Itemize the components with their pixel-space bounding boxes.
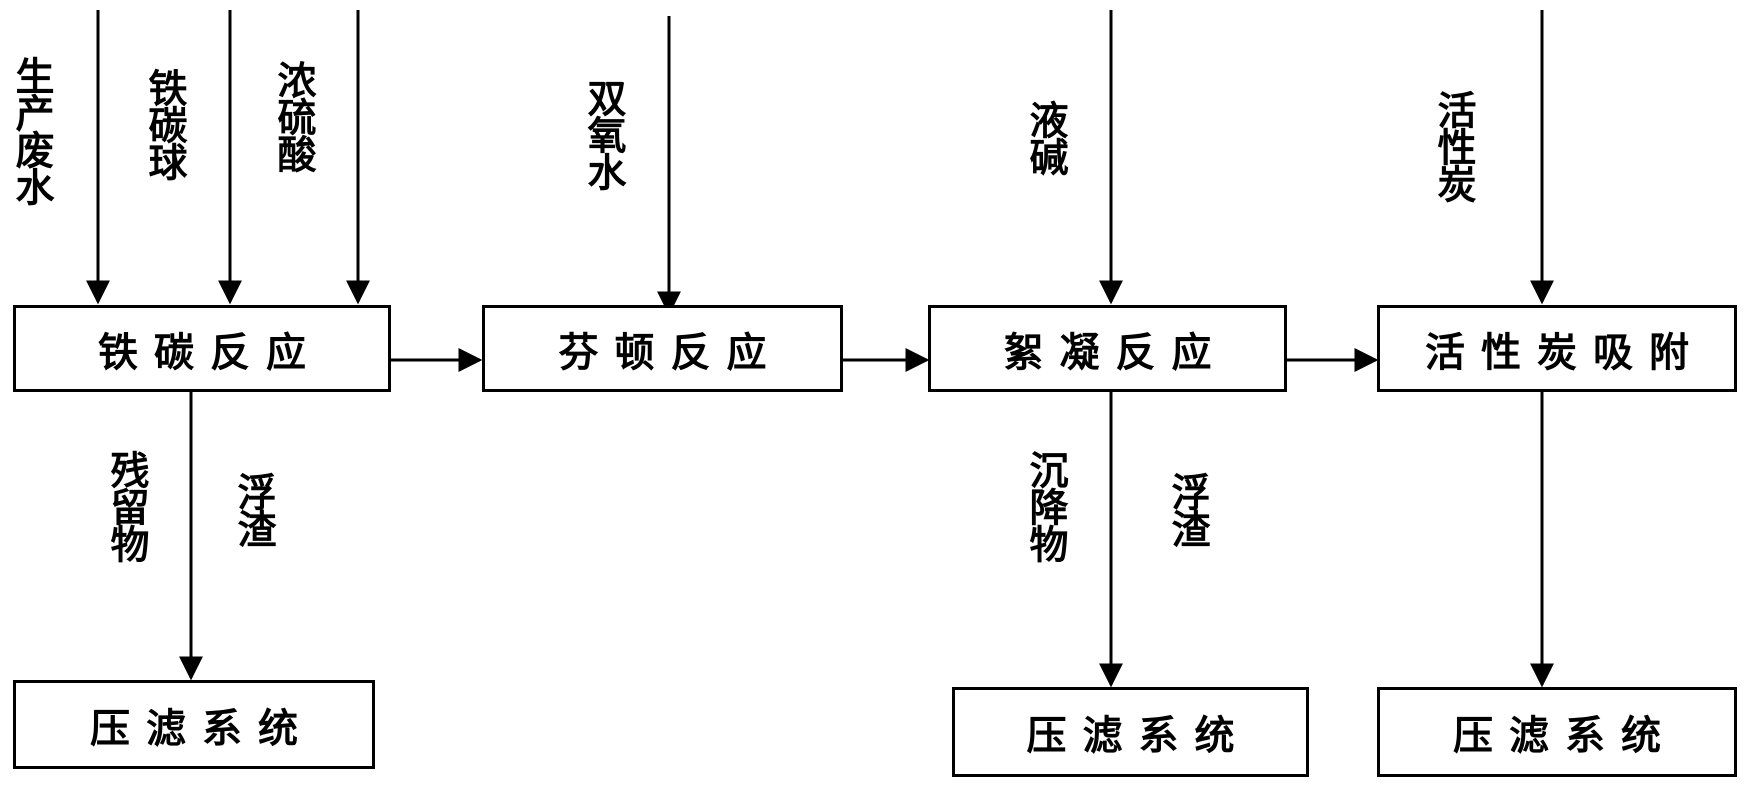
output-label-scum-1: 浮渣 (231, 472, 276, 546)
process-box-iron-carbon: 铁碳反应 (13, 305, 391, 392)
filter-box-2: 压滤系统 (952, 687, 1309, 777)
output-label-residue: 残留物 (104, 450, 149, 561)
filter-label-1: 压滤系统 (90, 705, 314, 752)
output-label-sediment: 沉降物 (1023, 450, 1068, 561)
process-box-activated-carbon: 活性炭吸附 (1377, 305, 1737, 392)
filter-label-2: 压滤系统 (1026, 713, 1251, 759)
process-label-activated-carbon: 活性炭吸附 (1425, 329, 1705, 376)
filter-box-3: 压滤系统 (1377, 687, 1737, 777)
input-label-wastewater: 生产废水 (9, 56, 54, 204)
input-label-iron-carbon-ball: 铁碳球 (142, 68, 187, 179)
filter-box-1: 压滤系统 (13, 680, 375, 769)
input-label-h2o2: 双氧水 (581, 78, 626, 189)
process-label-fenton: 芬顿反应 (558, 329, 783, 376)
process-label-iron-carbon: 铁碳反应 (98, 329, 322, 376)
process-label-flocculation: 絮凝反应 (1003, 329, 1228, 376)
process-box-fenton: 芬顿反应 (482, 305, 843, 392)
filter-label-3: 压滤系统 (1453, 713, 1677, 759)
input-label-sulfuric-acid: 浓硫酸 (271, 60, 316, 171)
input-label-caustic: 液碱 (1023, 100, 1068, 174)
input-label-activated-carbon: 活性炭 (1431, 90, 1476, 201)
output-label-scum-2: 浮渣 (1165, 472, 1210, 546)
process-box-flocculation: 絮凝反应 (928, 305, 1287, 392)
